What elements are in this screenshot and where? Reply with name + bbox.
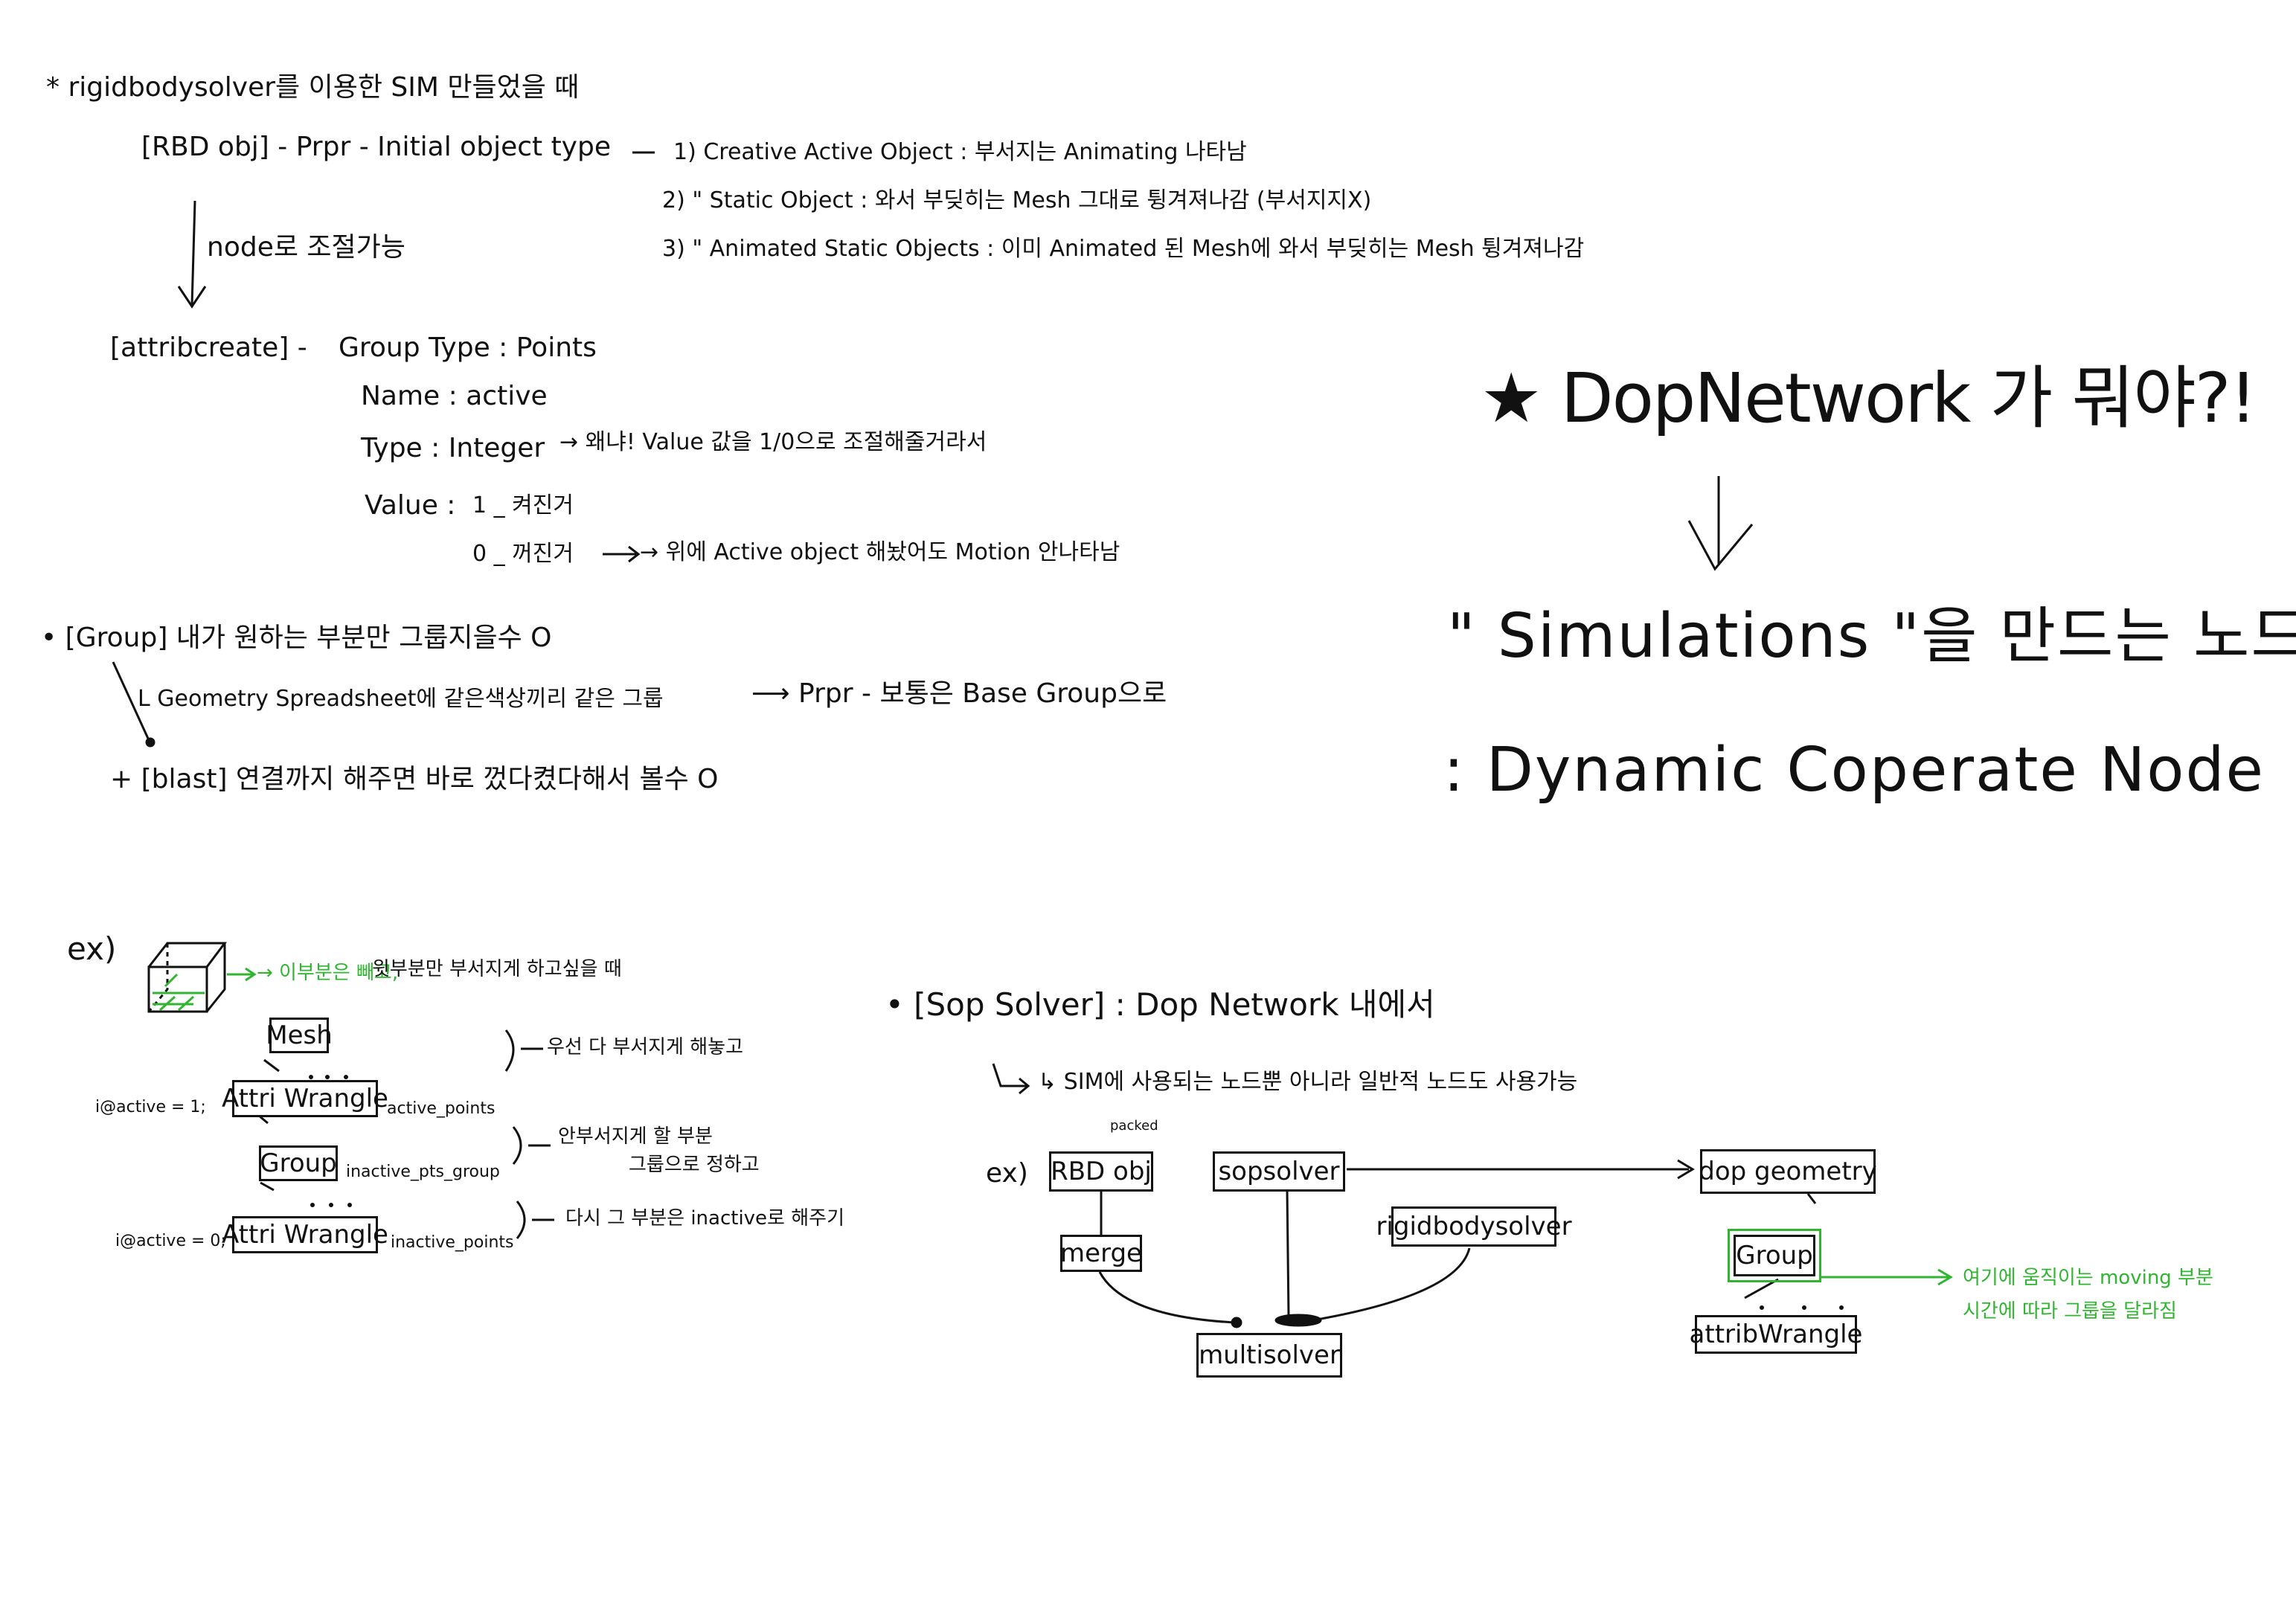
side-label-3: inactive_points — [391, 1233, 514, 1252]
node-attri-wrangle-1: Attri Wrangle — [222, 1080, 388, 1117]
name-field: Name : active — [361, 381, 548, 411]
cube-note: → 이부분은 빼고, — [257, 962, 399, 984]
cube-note-rest: 윗부분만 부서지게 하고싶을 때 — [372, 958, 622, 980]
group-line: • [Group] 내가 원하는 부분만 그룹지을수 O — [41, 623, 552, 653]
rbd-line: [RBD obj] - Prpr - Initial object type — [141, 132, 611, 162]
dop-answer: : Dynamic Coperate Node — [1443, 735, 2265, 806]
node-attribwrangle: attribWrangle — [1690, 1315, 1862, 1354]
node-merge: merge — [1060, 1235, 1142, 1272]
code-active-1: i@active = 1; — [95, 1098, 206, 1116]
comment-3: 다시 그 부분은 inactive로 해주기 — [565, 1207, 844, 1230]
group-highlight — [1728, 1229, 1821, 1282]
node-note: node로 조절가능 — [207, 232, 405, 263]
node-group-dop: Group — [1734, 1235, 1815, 1276]
comment-2b: 그룹으로 정하고 — [629, 1154, 760, 1176]
comment-2a: 안부서지게 할 부분 — [558, 1125, 713, 1148]
node-attri-wrangle-2: Attri Wrangle — [222, 1216, 388, 1253]
node-rbd-obj: RBD obj — [1049, 1151, 1153, 1192]
value-label: Value : — [365, 490, 456, 521]
side-label-1: active_points — [387, 1099, 496, 1118]
sop-heading: • [Sop Solver] : Dop Network 내에서 — [885, 986, 1435, 1023]
code-active-0: i@active = 0; — [115, 1232, 226, 1250]
packed-label: packed — [1110, 1118, 1158, 1134]
prpr-note: ⟶ Prpr - 보통은 Base Group으로 — [751, 678, 1167, 709]
blast-note: + [blast] 연결까지 해주면 바로 껐다켰다해서 볼수 O — [110, 764, 719, 794]
green-note-2: 시간에 따라 그룹을 달라짐 — [1963, 1300, 2177, 1322]
green-note-1: 여기에 움직이는 moving 부분 — [1963, 1267, 2213, 1289]
sop-sub: ↳ SIM에 사용되는 노드뿐 아니라 일반적 노드도 사용가능 — [1038, 1069, 1578, 1095]
option-2: 2) " Static Object : 와서 부딪히는 Mesh 그대로 튕겨… — [662, 187, 1372, 213]
value-1: 1 _ 켜진거 — [472, 492, 574, 518]
value-0: 0 _ 꺼진거 — [472, 541, 574, 567]
type-note: → 왜냐! Value 값을 1/0으로 조절해줄거라서 — [559, 429, 987, 455]
attrib-label: [attribcreate] - — [110, 332, 307, 363]
node-mesh: Mesh — [266, 1018, 333, 1053]
node-sopsolver: sopsolver — [1213, 1151, 1345, 1192]
side-label-2: inactive_pts_group — [346, 1163, 500, 1181]
section1-heading: * rigidbodysolver를 이용한 SIM 만들었을 때 — [46, 72, 580, 103]
spreadsheet-note: L Geometry Spreadsheet에 같은색상끼리 같은 그룹 — [138, 686, 664, 712]
node-multisolver: multisolver — [1196, 1333, 1342, 1378]
dop-title: ★ DopNetwork 가 뭐야?! — [1481, 359, 2257, 438]
node-rigidbodysolver: rigidbodysolver — [1376, 1206, 1572, 1247]
sop-ex-label: ex) — [986, 1158, 1028, 1189]
comment-1: 우선 다 부서지게 해놓고 — [547, 1036, 743, 1058]
ex1-label: ex) — [67, 931, 117, 967]
node-group: Group — [259, 1145, 338, 1181]
sim-question: " Simulations "을 만드는 노드? — [1447, 601, 2296, 672]
node-dop-geometry: dop geometry — [1699, 1149, 1877, 1194]
value-0-note: → 위에 Active object 해놨어도 Motion 안나타남 — [640, 539, 1120, 565]
option-3: 3) " Animated Static Objects : 이미 Animat… — [662, 236, 1585, 262]
option-1: 1) Creative Active Object : 부서지는 Animati… — [673, 139, 1247, 165]
type-field: Type : Integer — [361, 433, 545, 463]
group-type: Group Type : Points — [339, 332, 597, 363]
